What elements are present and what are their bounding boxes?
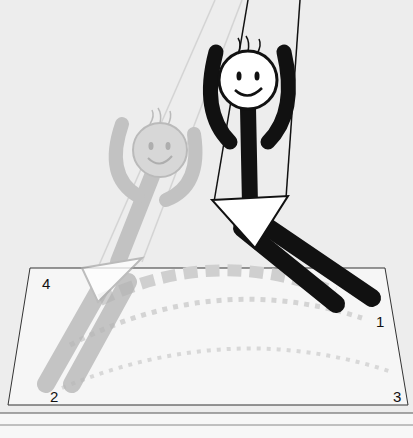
- swing-rope: [96, 0, 215, 272]
- background: [0, 0, 413, 413]
- child-leg: [266, 226, 372, 298]
- callout-number: 1: [376, 314, 384, 329]
- child-eye: [149, 142, 154, 150]
- motion-arc: [62, 348, 392, 388]
- ground-line: [0, 413, 413, 414]
- swing-seat: [212, 196, 288, 248]
- child-smile: [235, 88, 262, 96]
- child-eye: [166, 142, 171, 150]
- callout-number: 3: [393, 389, 401, 404]
- ground-line: [0, 425, 413, 426]
- child-smile: [148, 156, 172, 164]
- ghost-child: [46, 0, 242, 384]
- ground-band: [0, 413, 413, 438]
- swing-seat: [82, 258, 142, 302]
- child-hair: [238, 36, 260, 54]
- child-head: [219, 51, 277, 109]
- child-body: [248, 108, 250, 205]
- callout-number: 2: [50, 389, 58, 404]
- child: [210, 0, 372, 304]
- child-hair: [150, 108, 171, 125]
- child-eye: [237, 72, 242, 81]
- callout-number: 4: [42, 276, 50, 291]
- child-head: [133, 123, 187, 177]
- child-eye: [255, 72, 260, 81]
